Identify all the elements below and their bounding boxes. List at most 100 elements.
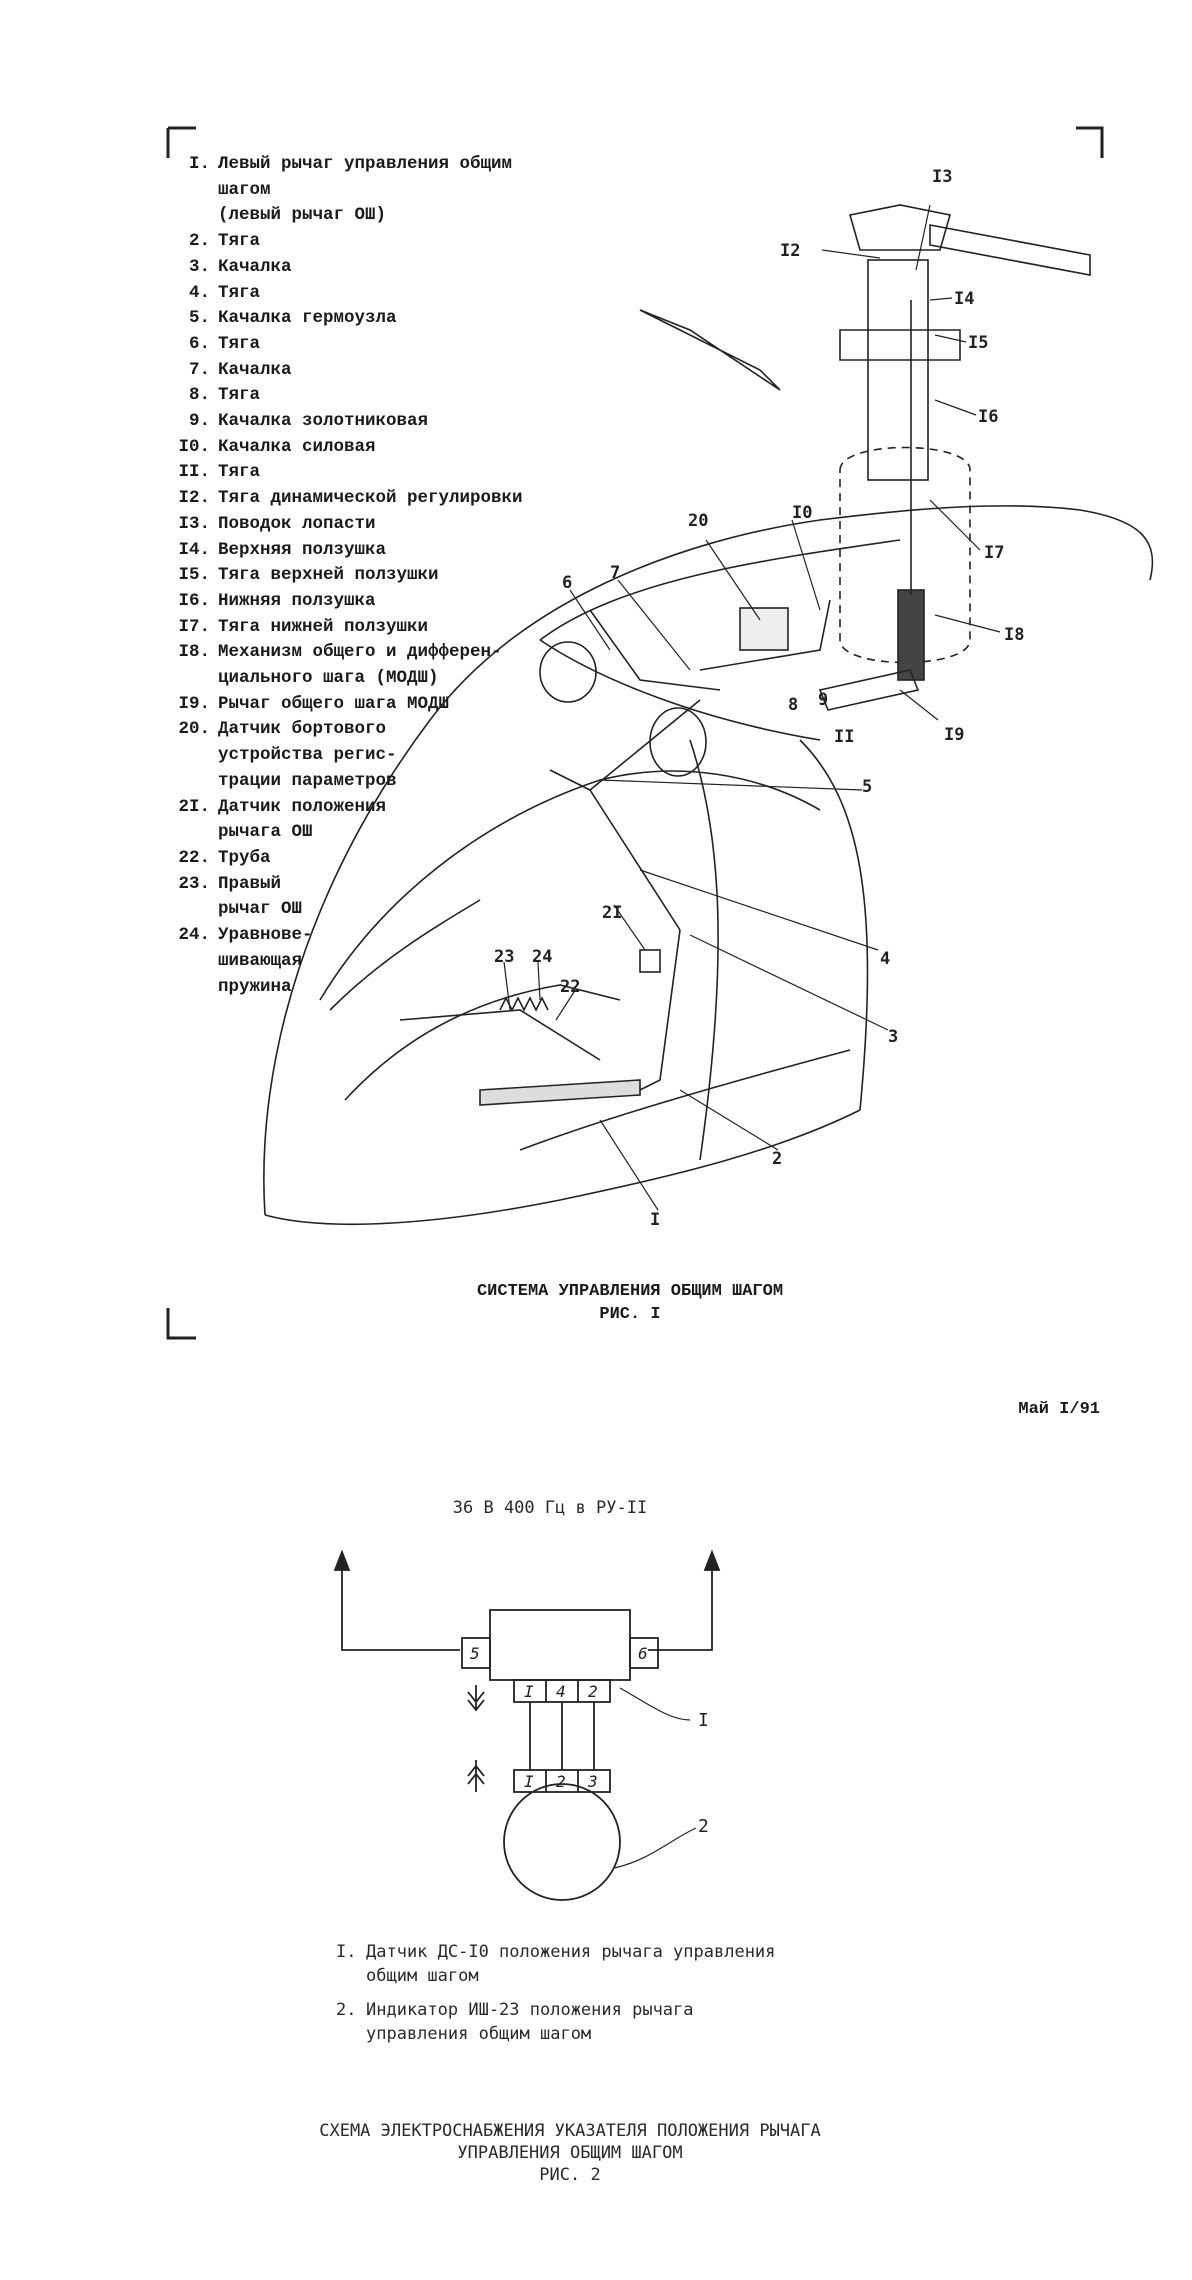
legend-item-number: 6.	[188, 333, 210, 354]
pin-indicator-2: 2	[556, 1772, 566, 1791]
figure2-caption-fig: РИС. 2	[539, 2165, 601, 2185]
legend-item-text: Тяга	[218, 385, 261, 406]
legend-item-number: I6.	[178, 590, 210, 611]
figure2-callout-1: I	[698, 1710, 709, 1731]
legend-item-text: Поводок лопасти	[218, 513, 376, 534]
legend-item: 4.Тяга	[168, 281, 548, 307]
legend-item-number: 23.	[178, 873, 210, 894]
leader-2	[613, 1827, 697, 1869]
legend-item: 7. Качалка	[168, 358, 548, 384]
callout-3: 3	[888, 1027, 898, 1047]
note-text: Индикатор ИШ-23 положения рычага управле…	[366, 2000, 694, 2044]
callout-5: 5	[862, 777, 872, 797]
legend-item-text: Качалка	[218, 256, 292, 277]
callout-7: 7	[610, 563, 620, 583]
legend-item-number: II.	[178, 462, 210, 483]
legend-item-text: Уравнове- шивающая пружина	[218, 925, 313, 997]
legend-item-text: Качалка золотниковая	[218, 411, 429, 432]
legend-item: I.Левый рычаг управления общим шагом (ле…	[168, 152, 548, 229]
floor-line	[519, 1049, 851, 1151]
legend-item-text: Нижняя ползушка	[218, 590, 376, 611]
legend-item: I5.Тяга верхней ползушки	[168, 563, 548, 589]
callout-18: I8	[1004, 625, 1024, 645]
callout-23: 23	[494, 947, 514, 967]
legend-item: II. Тяга	[168, 460, 548, 486]
legend-item-number: 3.	[188, 256, 210, 277]
legend-item-number: I4.	[178, 539, 210, 560]
connector-symbol-bottom	[467, 1760, 485, 1792]
legend-item: 22.Труба	[168, 846, 548, 872]
callout-16: I6	[978, 407, 998, 427]
note-num: 2.	[336, 2000, 357, 2020]
figure1-caption: СИСТЕМА УПРАВЛЕНИЯ ОБЩИМ ШАГОМ РИС. I	[360, 1282, 900, 1324]
control-rod-4	[589, 789, 681, 931]
figure2-callout-2: 2	[698, 1816, 709, 1837]
figure2-notes: I. Датчик ДС-I0 положения рычага управле…	[336, 1940, 896, 2046]
balancing-spring	[499, 996, 549, 1012]
figure1-legend: I.Левый рычаг управления общим шагом (ле…	[168, 152, 548, 1000]
corner-mark-top-right	[1076, 126, 1104, 158]
leader-1	[619, 1687, 691, 1721]
callout-1: I	[650, 1210, 660, 1230]
pin-box-5	[461, 1637, 491, 1669]
callout-11: II	[834, 727, 854, 747]
legend-item-text: Правый рычаг ОШ	[218, 873, 303, 920]
legend-item-text: Тяга	[218, 282, 261, 303]
legend-item-number: I3.	[178, 513, 210, 534]
legend-item-number: 2I.	[178, 796, 210, 817]
legend-item: I8.Механизм общего и дифферен- циального…	[168, 640, 548, 691]
hub-top	[848, 204, 952, 251]
legend-item-text: Тяга динамической регулировки	[218, 488, 523, 509]
pin-bottom-3: 2	[588, 1682, 598, 1701]
swashplate	[839, 329, 961, 361]
indicator-dial	[503, 1783, 621, 1901]
blade-left	[639, 309, 781, 391]
note-item: I. Датчик ДС-I0 положения рычага управле…	[336, 1940, 896, 1988]
legend-item: I4.Верхняя ползушка	[168, 538, 548, 564]
connector-symbol-top	[467, 1685, 485, 1712]
legend-item-text: Качалка силовая	[218, 436, 376, 457]
legend-item-number: I9.	[178, 693, 210, 714]
collective-lever-right	[399, 1009, 601, 1061]
legend-item-number: I.	[188, 154, 210, 174]
callout-22: 22	[560, 977, 580, 997]
legend-item-text: Труба	[218, 847, 271, 868]
frame-arc-1	[689, 739, 719, 1161]
legend-item-text: Качалка гермоузла	[218, 308, 397, 329]
pin-indicator-3: 3	[587, 1772, 598, 1791]
callout-17: I7	[984, 543, 1004, 563]
legend-item-number: 9.	[188, 411, 210, 432]
legend-item: I0. Качалка силовая	[168, 435, 548, 461]
legend-item: 23. Правый рычаг ОШ	[168, 872, 548, 923]
windshield	[344, 984, 621, 1101]
legend-item-text: Качалка	[218, 359, 292, 380]
sensor-box	[489, 1609, 631, 1681]
pin-label-5: 5	[470, 1644, 480, 1663]
legend-item-number: 24.	[178, 925, 210, 946]
legend-item: 8.Тяга	[168, 383, 548, 409]
lever-10	[699, 599, 831, 671]
figure2-caption: СХЕМА ЭЛЕКТРОСНАБЖЕНИЯ УКАЗАТЕЛЯ ПОЛОЖЕН…	[250, 2120, 890, 2186]
canopy-frame	[319, 770, 821, 1001]
legend-item: 9. Качалка золотниковая	[168, 409, 548, 435]
note-item: 2. Индикатор ИШ-23 положения рычага упра…	[336, 1998, 896, 2046]
callout-14: I4	[954, 289, 974, 309]
legend-item-number: 7.	[188, 359, 210, 380]
legend-item-number: I5.	[178, 565, 210, 586]
legend-item-number: I8.	[178, 642, 210, 663]
legend-item-text: Тяга	[218, 462, 261, 483]
fuselage-outline	[263, 505, 1154, 1216]
figure2-schematic: 5 6 I 4 2 I 2 3 I 2	[333, 1549, 721, 1901]
legend-item: 20.Датчик бортового устройства регис- тр…	[168, 717, 548, 794]
frame-arc-2	[799, 739, 869, 1111]
supply-line-right	[648, 1560, 713, 1651]
figure1-caption-fig: РИС. I	[599, 1305, 661, 1324]
legend-item: 2I.Датчик положения рычага ОШ	[168, 795, 548, 846]
callout-8: 8	[788, 695, 798, 715]
engine-intake-1	[539, 641, 597, 703]
legend-item: I3. Поводок лопасти	[168, 512, 548, 538]
page-date: Май I/91	[1018, 1400, 1100, 1419]
control-rod-6-7	[589, 609, 721, 691]
legend-item-number: I0.	[178, 436, 210, 457]
